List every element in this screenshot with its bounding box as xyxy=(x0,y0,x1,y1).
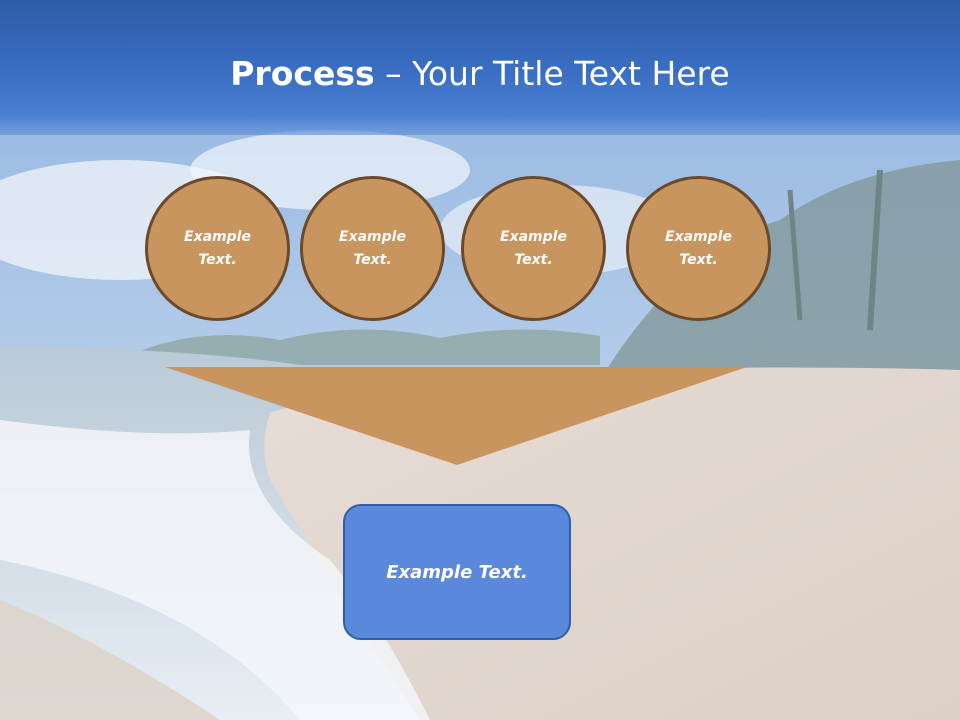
slide-title: Process – Your Title Text Here xyxy=(0,52,960,96)
result-box-label: Example Text. xyxy=(386,561,528,583)
result-box[interactable]: Example Text. xyxy=(343,504,571,640)
process-circle-1[interactable]: Example Text. xyxy=(145,176,290,321)
funnel-triangle[interactable] xyxy=(165,367,747,465)
title-bold: Process xyxy=(230,54,375,93)
process-circle-label: Example Text. xyxy=(665,228,732,268)
process-circle-label: Example Text. xyxy=(184,228,251,268)
title-rest: – Your Title Text Here xyxy=(374,54,730,93)
title-bar xyxy=(0,0,960,135)
process-circle-3[interactable]: Example Text. xyxy=(461,176,606,321)
process-circle-label: Example Text. xyxy=(339,228,406,268)
process-circle-4[interactable]: Example Text. xyxy=(626,176,771,321)
process-circle-2[interactable]: Example Text. xyxy=(300,176,445,321)
process-circle-label: Example Text. xyxy=(500,228,567,268)
